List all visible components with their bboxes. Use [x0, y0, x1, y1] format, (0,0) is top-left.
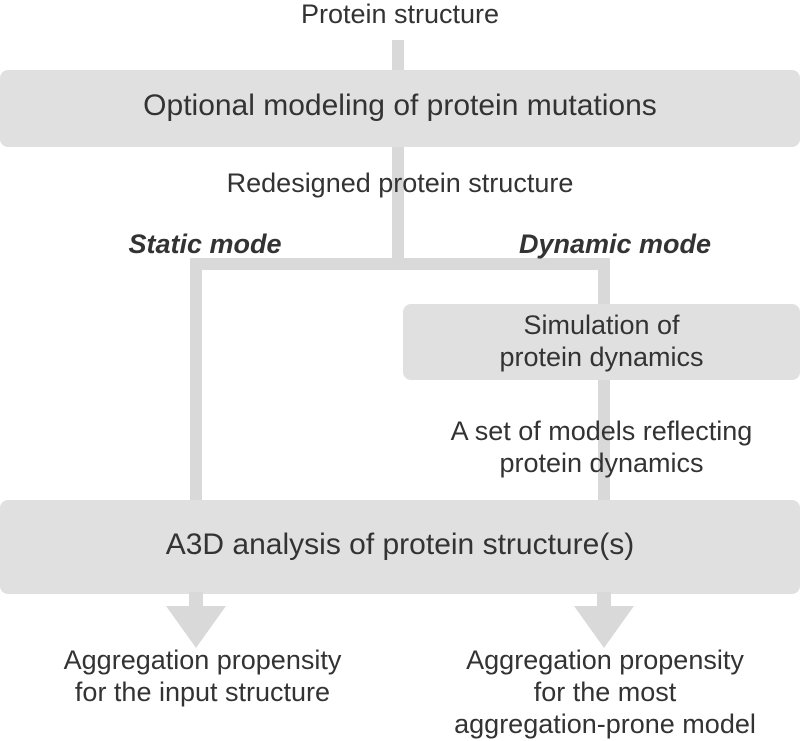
connector-step1-to-split: [392, 146, 404, 260]
models-label-line2: protein dynamics: [499, 448, 704, 478]
connector-split-horizontal: [190, 258, 610, 270]
simulation-box-label-line1: Simulation of: [523, 310, 680, 340]
step1-box-label: Optional modeling of protein mutations: [143, 89, 657, 122]
dynamic-mode-label: Dynamic mode: [518, 229, 712, 259]
analysis-box-label: A3D analysis of protein structure(s): [165, 528, 635, 561]
step1-box: [0, 70, 800, 147]
dynamic-arrow-shaft: [597, 592, 611, 608]
dynamic-output-line3: aggregation-prone model: [454, 709, 756, 739]
static-mode-label: Static mode: [128, 229, 282, 259]
dynamic-output-line2: for the most: [533, 677, 677, 707]
simulation-box: [403, 304, 800, 380]
analysis-box: [0, 500, 800, 594]
connector-static-branch: [190, 258, 202, 508]
static-output-line2: for the input structure: [74, 677, 331, 707]
static-arrow-shaft: [189, 592, 203, 608]
models-label-line1: A set of models reflecting: [450, 416, 753, 446]
connector-dynamic-branch: [598, 258, 610, 308]
input-label: Protein structure: [300, 0, 500, 29]
connector-simulation-to-analysis: [598, 378, 610, 508]
dynamic-arrow-head: [574, 606, 634, 648]
step1-output-label: Redesigned protein structure: [226, 168, 574, 198]
dynamic-output-line1: Aggregation propensity: [466, 645, 744, 675]
static-arrow-head: [166, 606, 226, 648]
static-output-line1: Aggregation propensity: [63, 645, 342, 675]
simulation-box-label-line2: protein dynamics: [499, 342, 704, 372]
